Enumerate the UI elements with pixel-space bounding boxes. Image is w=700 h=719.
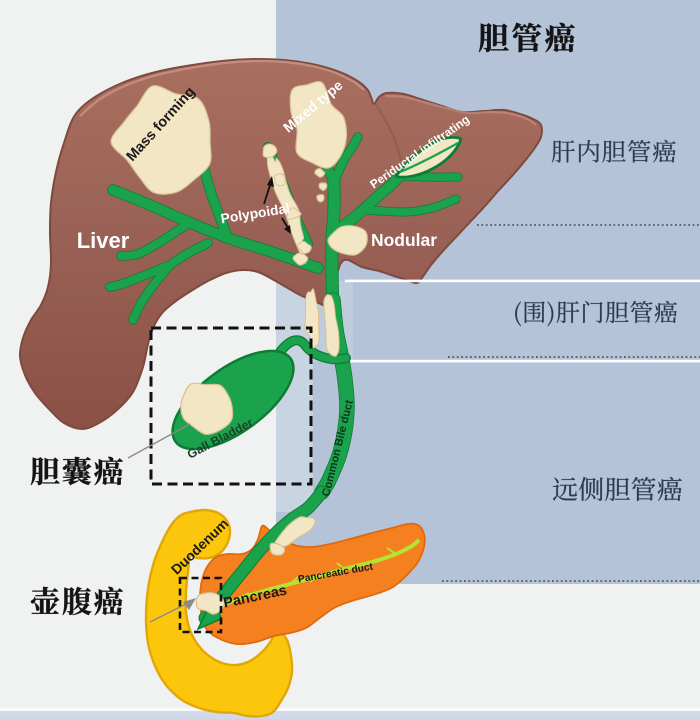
svg-text:Nodular: Nodular — [371, 230, 437, 250]
svg-text:Liver: Liver — [77, 228, 130, 253]
